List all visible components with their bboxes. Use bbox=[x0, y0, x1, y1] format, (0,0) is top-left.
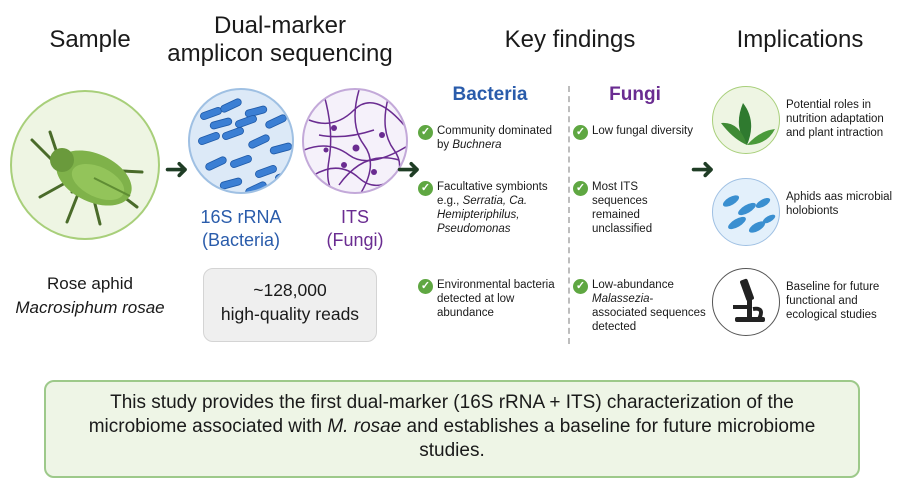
header-findings: Key findings bbox=[504, 26, 636, 53]
header-sequencing-line2: amplicon sequencing bbox=[167, 40, 393, 67]
bacteria-title: Bacteria bbox=[452, 84, 528, 105]
bacterium-rod bbox=[205, 156, 227, 171]
check-icon: ✓ bbox=[573, 181, 588, 196]
fungi-finding-2: ✓ Most ITS sequences remained unclassifi… bbox=[573, 180, 693, 236]
check-icon: ✓ bbox=[573, 279, 588, 294]
sample-common-name: Rose aphid bbox=[46, 274, 133, 293]
bacterium-rod bbox=[255, 165, 277, 178]
fungi-marker-label: ITS (Fungi) bbox=[300, 206, 410, 252]
bacteria-finding-2: ✓ Facultative symbionts e.g., Serratia, … bbox=[418, 180, 566, 236]
conclusion-species: M. rosae bbox=[327, 416, 402, 437]
marker-its: ITS bbox=[340, 207, 369, 227]
reads-count: ~128,000 bbox=[253, 280, 327, 300]
fungi-finding-3: ✓ Low-abundance Malassezia-associated se… bbox=[573, 278, 708, 334]
header-implications: Implications bbox=[736, 26, 864, 53]
aphid-image bbox=[10, 90, 160, 240]
reads-quality: high-quality reads bbox=[220, 304, 360, 324]
check-icon: ✓ bbox=[573, 125, 588, 140]
check-icon: ✓ bbox=[418, 279, 433, 294]
bacterium-rod bbox=[219, 177, 243, 190]
finding-text: Facultative symbionts e.g., Serratia, Ca… bbox=[437, 181, 548, 235]
bacteria-finding-1: ✓ Community dominated by Buchnera bbox=[418, 124, 566, 152]
marker-16s: 16S rRNA bbox=[200, 207, 282, 227]
bacterium-rod bbox=[269, 142, 292, 155]
aphid-icon bbox=[30, 130, 144, 226]
conclusion-text-1: This study provides the first dual-marke… bbox=[88, 392, 794, 437]
bacterium-rod bbox=[275, 169, 292, 182]
bacterium-rod bbox=[245, 181, 267, 192]
fungi-finding-1: ✓ Low fungal diversity bbox=[573, 124, 708, 140]
fungi-hyphae-icon bbox=[304, 90, 406, 192]
bacteria-image bbox=[188, 88, 294, 194]
findings-divider bbox=[568, 86, 570, 344]
header-sequencing: Dual-marker amplicon sequencing bbox=[160, 12, 400, 68]
finding-text: Low-abundance Malassezia-associated sequ… bbox=[592, 279, 706, 333]
arrow-right-icon: ➜ bbox=[396, 153, 422, 186]
sample-name: Rose aphid Macrosiphum rosae bbox=[0, 272, 180, 320]
microscope-image bbox=[712, 268, 780, 336]
check-icon: ✓ bbox=[418, 181, 433, 196]
bacteria-marker-label: 16S rRNA (Bacteria) bbox=[180, 206, 302, 252]
implication-3-text: Baseline for future functional and ecolo… bbox=[786, 281, 880, 321]
finding-text: Community dominated by Buchnera bbox=[437, 125, 553, 151]
aphid-cluster-icon bbox=[722, 195, 776, 233]
bacterium-rod bbox=[235, 115, 257, 128]
bacteria-icon bbox=[198, 98, 292, 192]
header-sequencing-line1: Dual-marker bbox=[213, 12, 347, 39]
bacterium-rod bbox=[198, 132, 220, 145]
bacterium-rod bbox=[244, 105, 268, 118]
bacteria-finding-3: ✓ Environmental bacteria detected at low… bbox=[418, 278, 566, 320]
leaf-image bbox=[712, 86, 780, 154]
implication-1-text: Potential roles in nutrition adaptation … bbox=[786, 99, 884, 139]
marker-fungi: (Fungi) bbox=[326, 230, 384, 250]
implication-2-text: Aphids aas microbial holobionts bbox=[786, 191, 893, 217]
finding-text: Low fungal diversity bbox=[592, 125, 693, 137]
arrow-right-icon: ➜ bbox=[690, 153, 716, 186]
bacterium-rod bbox=[200, 107, 222, 120]
microscope-icon bbox=[733, 278, 765, 322]
bacterium-rod bbox=[220, 98, 242, 113]
bacterium-rod bbox=[230, 155, 252, 168]
conclusion-box: This study provides the first dual-marke… bbox=[44, 380, 860, 478]
finding-text: Most ITS sequences remained unclassified bbox=[592, 181, 653, 235]
conclusion-text-2: and establishes a baseline for future mi… bbox=[401, 416, 816, 461]
fungi-image bbox=[302, 88, 408, 194]
bacterium-rod bbox=[209, 117, 233, 130]
bacterium-rod bbox=[265, 114, 287, 129]
sample-species-name: Macrosiphum rosae bbox=[15, 298, 165, 317]
leaf-icon bbox=[721, 103, 775, 145]
aphid-cluster-image bbox=[712, 178, 780, 246]
finding-text: Environmental bacteria detected at low a… bbox=[437, 279, 555, 319]
reads-box: ~128,000 high-quality reads bbox=[203, 268, 377, 342]
bacterium-rod bbox=[222, 127, 244, 140]
fungi-title: Fungi bbox=[609, 84, 661, 105]
arrow-right-icon: ➜ bbox=[164, 153, 190, 186]
check-icon: ✓ bbox=[418, 125, 433, 140]
marker-bacteria: (Bacteria) bbox=[201, 230, 281, 250]
bacterium-rod bbox=[248, 134, 270, 149]
header-sample: Sample bbox=[49, 26, 131, 53]
